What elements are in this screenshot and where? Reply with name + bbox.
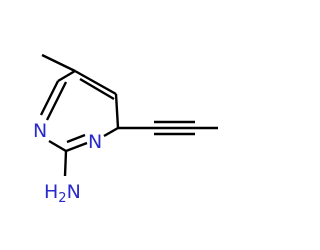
bond-c4-c5-inner [79,77,115,101]
bond-n1-c2 [65,141,88,153]
bond-c2-n3 [48,139,67,153]
bond-n3-c4-cap [57,69,76,83]
structure-diagram: N N H2N [33,53,218,206]
atom-n-ring-right: N [88,131,102,153]
bond-c5-c6 [114,93,120,129]
atom-n-ring-left: N [33,120,47,142]
bond-methyl [41,53,76,73]
atom-amine: H2N [44,181,81,206]
bond-c2-amine [63,150,68,177]
bond-c4-c5 [74,69,117,96]
bond-n3-c4 [39,80,60,116]
bond-n1-c2-inner [66,133,86,144]
bond-n3-c4-inner [45,81,68,121]
bond-c6-n1 [103,126,119,138]
